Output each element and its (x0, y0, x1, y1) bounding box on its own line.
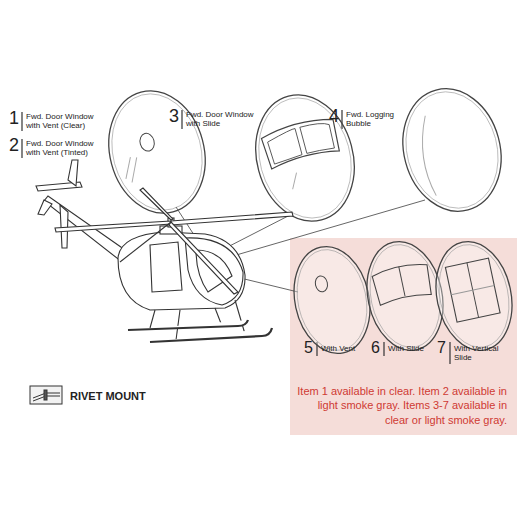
part-name: Fwd. Door Window with Vent (Clear) (26, 112, 108, 130)
part-name: Fwd. Door Window with Slide (186, 110, 266, 128)
callout-number: 2 (9, 135, 19, 156)
callout-number: 5 (304, 339, 313, 357)
mount-type: RIVET MOUNT (70, 390, 146, 403)
part-name: With Vertical Slide (454, 344, 510, 362)
callout-number: 7 (437, 339, 446, 357)
part-name: Fwd. Logging Bubble (346, 110, 404, 128)
callout-number: 3 (169, 106, 179, 127)
callout-number: 6 (371, 339, 380, 357)
callout-number: 1 (9, 108, 19, 129)
part-name: Fwd. Door Window with Vent (Tinted) (26, 139, 108, 157)
callout-number: 4 (329, 106, 339, 127)
availability-note: Item 1 available in clear. Item 2 availa… (292, 384, 507, 427)
